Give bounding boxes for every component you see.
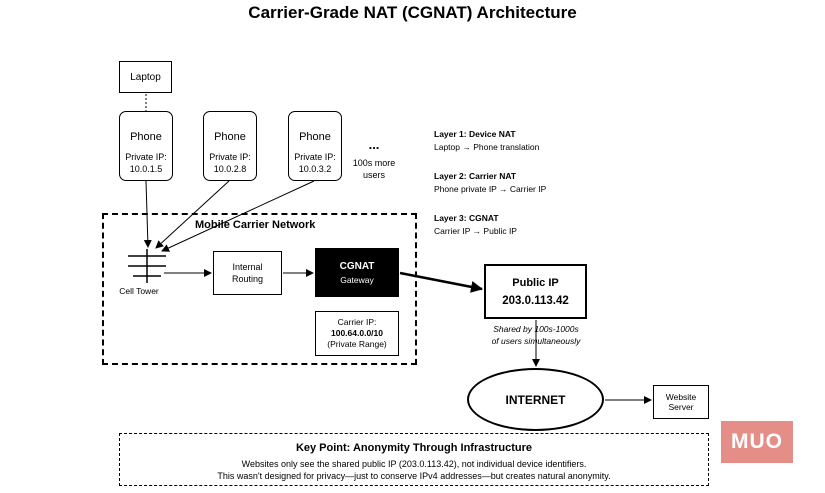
key-point-title: Key Point: Anonymity Through Infrastruct… — [295, 442, 533, 454]
phone3-tower-arrow — [161, 180, 315, 252]
more-users-note: ... 100s more users — [342, 137, 406, 181]
cgnat-gateway-node: CGNAT Gateway — [315, 248, 399, 297]
internet-label: INTERNET — [505, 392, 566, 407]
muo-watermark-logo: MUO — [721, 421, 793, 463]
phone-ip-label: Private IP: — [209, 152, 251, 162]
layer-item-2: Layer 2: Carrier NAT Phone private IP → … — [434, 170, 624, 196]
laptop-label: Laptop — [130, 71, 161, 83]
public-ip-value: 203.0.113.42 — [502, 294, 569, 307]
carrier-ip-note: (Private Range) — [327, 339, 387, 349]
cgnat-title: CGNAT — [339, 260, 375, 272]
layer-desc: Carrier IP → Public IP — [434, 226, 517, 236]
carrier-ip-value: 100.64.0.0/10 — [331, 328, 383, 338]
layer-desc: Laptop → Phone translation — [434, 142, 540, 152]
phone-node-1: Phone Private IP: 10.0.1.5 — [119, 111, 173, 181]
routing-line2: Routing — [231, 274, 264, 284]
phone-title: Phone — [214, 131, 246, 143]
website-line2: Server — [668, 402, 694, 412]
layer-title: Layer 1: Device NAT — [434, 129, 516, 139]
layer-title: Layer 3: CGNAT — [434, 213, 499, 223]
carrier-ip-label: Carrier IP: — [337, 317, 377, 327]
internet-node: INTERNET — [467, 368, 604, 431]
diagram-title: Carrier-Grade NAT (CGNAT) Architecture — [248, 3, 577, 22]
more-users-line2: users — [362, 170, 385, 180]
public-ip-title: Public IP — [512, 276, 559, 289]
laptop-node: Laptop — [119, 61, 172, 93]
ellipsis: ... — [368, 137, 380, 152]
routing-line1: Internal — [232, 262, 263, 272]
phone-node-3: Phone Private IP: 10.0.3.2 — [288, 111, 342, 181]
shared-note: Shared by 100s-1000s of users simultaneo… — [480, 323, 592, 347]
phone-title: Phone — [299, 131, 331, 143]
key-point-line2: This wasn't designed for privacy—just to… — [217, 471, 611, 481]
cgnat-publicip-arrow — [399, 271, 483, 293]
phone-ip-label: Private IP: — [125, 152, 167, 162]
shared-note-line1: Shared by 100s-1000s — [493, 324, 579, 334]
website-line1: Website — [665, 392, 697, 402]
key-point-box: Key Point: Anonymity Through Infrastruct… — [119, 433, 709, 486]
carrier-network-label: Mobile Carrier Network — [195, 219, 316, 231]
phone-node-2: Phone Private IP: 10.0.2.8 — [203, 111, 257, 181]
more-users-line1: 100s more — [352, 158, 396, 168]
website-server-node: Website Server — [653, 385, 709, 419]
layer-desc: Phone private IP → Carrier IP — [434, 184, 547, 194]
phone-ip: 10.0.3.2 — [298, 164, 332, 174]
key-point-line1: Websites only see the shared public IP (… — [241, 459, 587, 469]
public-ip-node: Public IP 203.0.113.42 — [484, 264, 587, 319]
phone-ip: 10.0.2.8 — [213, 164, 247, 174]
shared-note-line2: of users simultaneously — [491, 336, 581, 346]
carrier-ip-box: Carrier IP: 100.64.0.0/10 (Private Range… — [315, 311, 399, 356]
cell-tower-label: Cell Tower — [119, 286, 159, 296]
layer-item-3: Layer 3: CGNAT Carrier IP → Public IP — [434, 212, 624, 238]
cgnat-subtitle: Gateway — [340, 274, 374, 285]
phone-title: Phone — [130, 131, 162, 143]
phone-ip-label: Private IP: — [294, 152, 336, 162]
cell-tower-icon — [128, 249, 166, 283]
layer-title: Layer 2: Carrier NAT — [434, 171, 517, 181]
layer-item-1: Layer 1: Device NAT Laptop → Phone trans… — [434, 128, 624, 154]
internal-routing-node: Internal Routing — [213, 251, 282, 295]
carrier-network-boundary — [102, 213, 417, 365]
phone-ip: 10.0.1.5 — [129, 164, 163, 174]
